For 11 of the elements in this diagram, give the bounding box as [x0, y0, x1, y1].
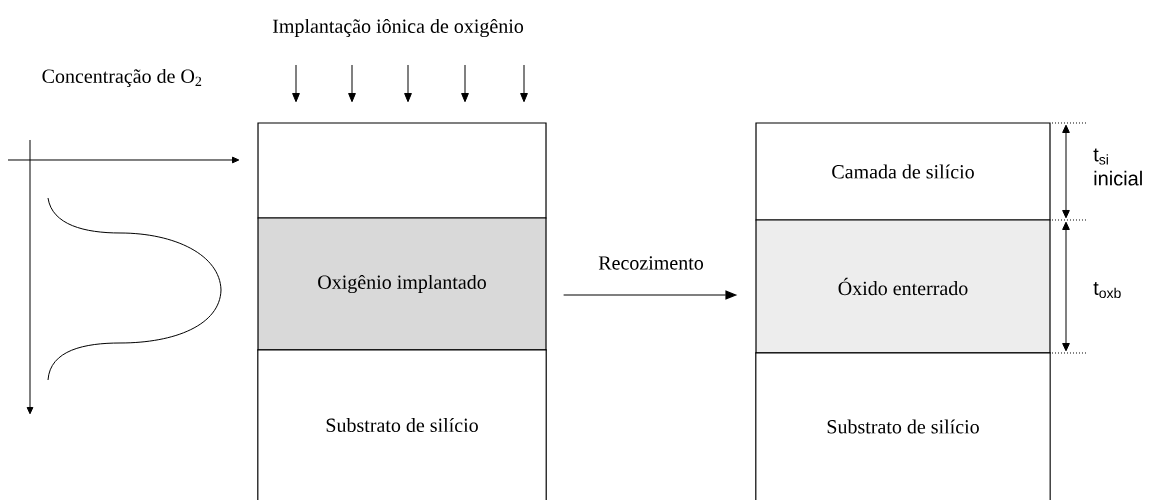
text-label: Concentração de O$_{2}$: [42, 68, 202, 88]
text-label: t$_{si}$ inicial: [1093, 148, 1142, 186]
layer-box: Oxigênio implantado: [257, 217, 547, 351]
text-label: Implantação iônica de oxigênio: [272, 18, 524, 38]
layer-box: [257, 122, 547, 219]
layer-box: Óxido enterrado: [755, 219, 1051, 354]
layer-box: Substrato de silício: [755, 352, 1051, 500]
layer-box: Camada de silício: [755, 122, 1051, 221]
text-label: t$_{oxb}$: [1093, 281, 1121, 299]
edge-label: Recozimento: [597, 255, 705, 271]
layer-box: Substrato de silício: [257, 349, 547, 500]
